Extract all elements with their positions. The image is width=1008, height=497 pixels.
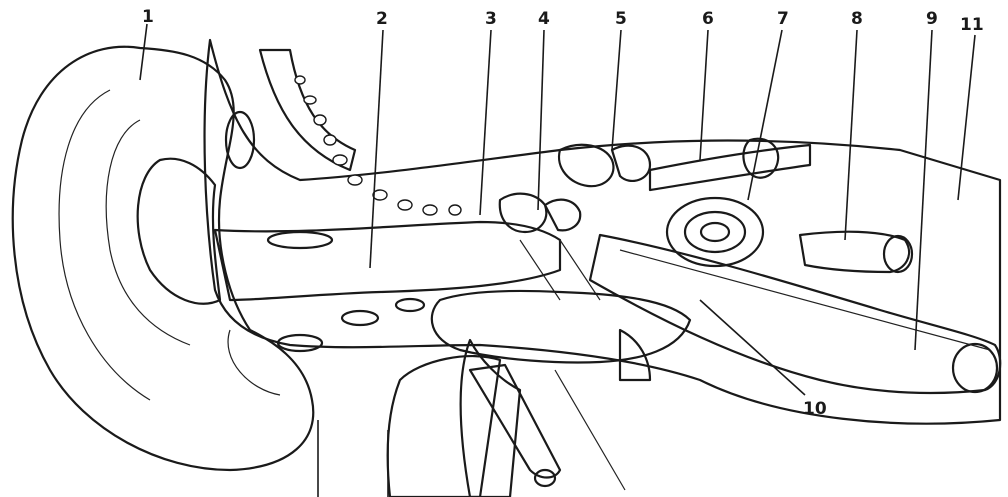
label-11: 11	[960, 15, 984, 35]
eustachian-tube	[590, 235, 1000, 393]
label-5: 5	[615, 9, 627, 29]
mastoid-cells	[295, 76, 461, 215]
label-9: 9	[926, 9, 938, 29]
label-6: 6	[702, 9, 714, 29]
mandible-region	[388, 291, 690, 497]
auricle	[13, 47, 313, 470]
label-2: 2	[376, 9, 388, 29]
label-8: 8	[851, 9, 863, 29]
cochlea	[667, 198, 763, 266]
label-1: 1	[142, 7, 154, 27]
number-labels: 1 2 3 4 5 6 7 8 9 11 10	[142, 7, 984, 419]
temporal-bone	[205, 40, 1000, 424]
middle-ear	[500, 145, 650, 300]
label-3: 3	[485, 9, 497, 29]
label-10: 10	[803, 399, 827, 419]
auditory-nerve	[650, 139, 810, 190]
internal-carotid-artery	[800, 232, 912, 272]
label-7: 7	[777, 9, 789, 29]
leader-lines	[140, 24, 975, 497]
external-auditory-canal	[215, 222, 560, 351]
label-4: 4	[538, 9, 550, 29]
